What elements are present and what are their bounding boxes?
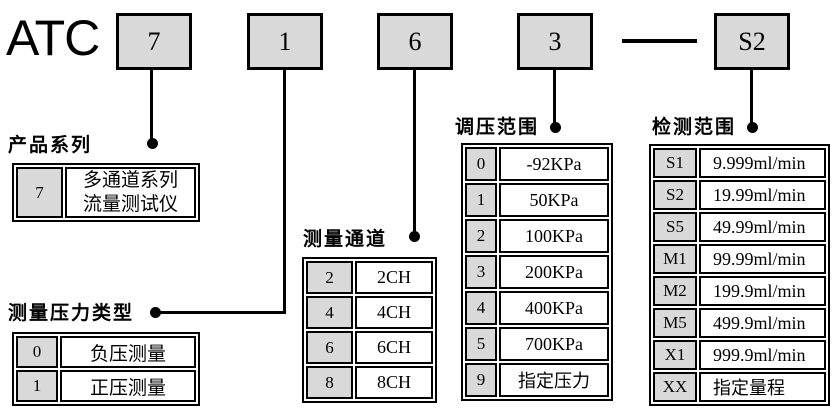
value-cell: 499.9ml/min [699, 308, 826, 338]
code-cell: 1 [465, 183, 497, 217]
table-row: 5 700KPa [465, 327, 609, 361]
table-row: 2 100KPa [465, 219, 609, 253]
code-cell: S2 [653, 180, 697, 210]
value-cell: 多通道系列 流量测试仪 [65, 167, 196, 218]
value-cell: 700KPa [499, 327, 609, 361]
table-row: 3 200KPa [465, 255, 609, 289]
table-pressure-type: 0 负压测量 1 正压测量 [12, 332, 200, 406]
connector-pressure-type-hline [157, 311, 286, 314]
code-cell: 2 [306, 261, 353, 294]
table-row: 8 8CH [306, 366, 433, 399]
value-cell: 200KPa [499, 255, 609, 289]
value-cell: 100KPa [499, 219, 609, 253]
value-cell: 6CH [355, 331, 433, 364]
value-cell: 99.99ml/min [699, 244, 826, 274]
table-channels: 2 2CH 4 4CH 6 6CH 8 8CH [302, 257, 437, 403]
code-cell: S1 [653, 148, 697, 178]
connector-pressure-range-dot [550, 122, 561, 133]
code-cell: S5 [653, 212, 697, 242]
code-cell: M2 [653, 276, 697, 306]
code-box-channels: 6 [377, 13, 453, 70]
connector-detection-range-dot [747, 122, 758, 133]
connector-channels-line [413, 70, 416, 237]
value-cell: 指定压力 [499, 363, 609, 397]
dash-separator-icon [622, 39, 697, 43]
table-row: 4 4CH [306, 296, 433, 329]
code-cell: XX [653, 372, 697, 402]
value-cell: 19.99ml/min [699, 180, 826, 210]
value-line-1: 多通道系列 [82, 169, 178, 191]
code-cell: 6 [306, 331, 353, 364]
table-row: S5 49.99ml/min [653, 212, 826, 242]
value-cell: 2CH [355, 261, 433, 294]
code-cell: 2 [465, 219, 497, 253]
code-cell: 0 [16, 336, 58, 368]
table-row: M2 199.9ml/min [653, 276, 826, 306]
connector-pressure-range-line [553, 70, 556, 128]
value-cell: 正压测量 [60, 370, 196, 402]
value-cell: 8CH [355, 366, 433, 399]
table-row: 1 正压测量 [16, 370, 196, 402]
table-row: 7 多通道系列 流量测试仪 [16, 167, 196, 218]
value-cell: -92KPa [499, 147, 609, 181]
code-cell: 8 [306, 366, 353, 399]
table-row: X1 999.9ml/min [653, 340, 826, 370]
code-box-pressure-range: 3 [517, 13, 593, 70]
section-title-pressure-range: 调压范围 [455, 117, 540, 138]
value-cell: 9.999ml/min [699, 148, 826, 178]
code-cell: 4 [306, 296, 353, 329]
value-cell: 指定量程 [699, 372, 826, 402]
value-cell: 999.9ml/min [699, 340, 826, 370]
code-cell: 4 [465, 291, 497, 325]
value-cell: 50KPa [499, 183, 609, 217]
value-cell: 负压测量 [60, 336, 196, 368]
value-cell: 49.99ml/min [699, 212, 826, 242]
table-row: S2 19.99ml/min [653, 180, 826, 210]
connector-pressure-type-vline [283, 70, 286, 314]
table-row: 9 指定压力 [465, 363, 609, 397]
code-box-pressure-type: 1 [247, 13, 323, 70]
value-cell: 199.9ml/min [699, 276, 826, 306]
table-row: 0 负压测量 [16, 336, 196, 368]
table-row: 1 50KPa [465, 183, 609, 217]
value-cell: 400KPa [499, 291, 609, 325]
table-row: 0 -92KPa [465, 147, 609, 181]
code-cell: 0 [465, 147, 497, 181]
table-row: 4 400KPa [465, 291, 609, 325]
code-cell: X1 [653, 340, 697, 370]
table-series: 7 多通道系列 流量测试仪 [12, 163, 200, 222]
connector-pressure-type-dot [150, 307, 161, 318]
table-row: M1 99.99ml/min [653, 244, 826, 274]
connector-detection-range-line [750, 70, 753, 128]
code-box-series: 7 [116, 13, 192, 70]
code-cell: 7 [16, 167, 63, 218]
code-cell: M5 [653, 308, 697, 338]
section-title-series: 产品系列 [8, 135, 93, 156]
code-cell: 1 [16, 370, 58, 402]
connector-series-line [150, 70, 153, 144]
table-row: M5 499.9ml/min [653, 308, 826, 338]
table-detection-range: S1 9.999ml/min S2 19.99ml/min S5 49.99ml… [649, 144, 830, 406]
code-cell: 9 [465, 363, 497, 397]
table-pressure-range: 0 -92KPa 1 50KPa 2 100KPa 3 200KPa 4 400… [461, 143, 613, 401]
code-cell: M1 [653, 244, 697, 274]
section-title-channels: 测量通道 [303, 229, 388, 250]
section-title-pressure-type: 测量压力类型 [8, 303, 135, 324]
code-cell: 3 [465, 255, 497, 289]
brand-label: ATC [6, 10, 100, 66]
connector-series-dot [147, 138, 158, 149]
code-cell: 5 [465, 327, 497, 361]
connector-channels-dot [409, 231, 420, 242]
value-line-2: 流量测试仪 [82, 193, 178, 215]
table-row: XX 指定量程 [653, 372, 826, 402]
section-title-detection-range: 检测范围 [652, 117, 737, 138]
table-row: 6 6CH [306, 331, 433, 364]
code-box-detection-range: S2 [714, 13, 790, 70]
table-row: 2 2CH [306, 261, 433, 294]
table-row: S1 9.999ml/min [653, 148, 826, 178]
value-cell: 4CH [355, 296, 433, 329]
